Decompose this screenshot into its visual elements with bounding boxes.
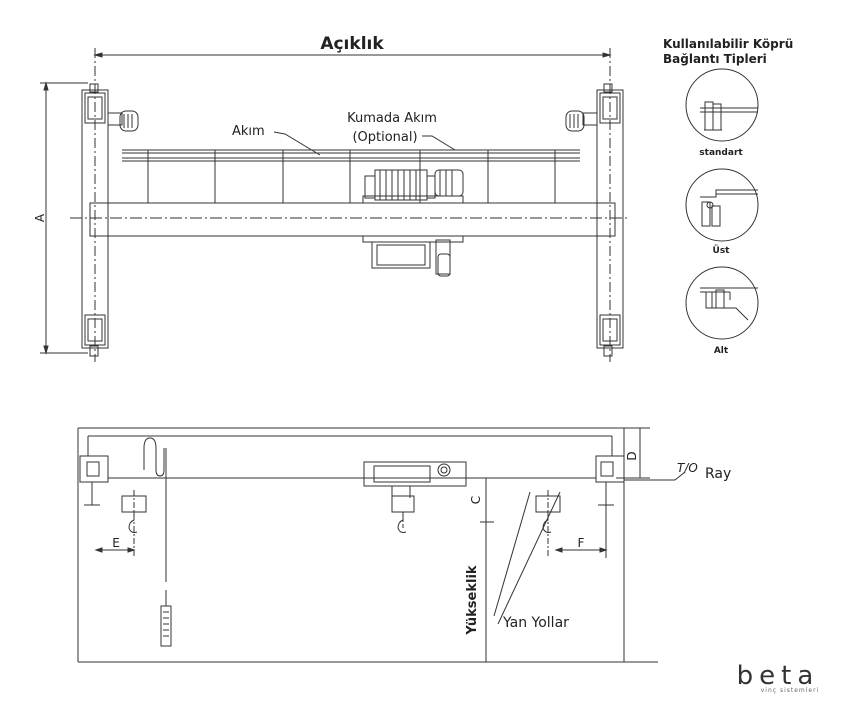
elevation-view: [77, 427, 686, 663]
connection-bottom-label: Alt: [714, 346, 729, 356]
connection-types-title-2: Bağlantı Tipleri: [663, 52, 767, 66]
power-leader: [273, 131, 321, 156]
connection-types-title-1: Kullanılabilir Köprü: [663, 37, 793, 51]
c-dimension-label: C: [469, 496, 483, 504]
pendant-label-line1: Kumada Akım: [347, 111, 437, 126]
pendant-leader: [422, 135, 456, 151]
pendant-label-line2: (Optional): [352, 130, 417, 145]
rail-label: Ray: [705, 466, 731, 482]
power-label: Akım: [232, 124, 265, 139]
connection-standard-label: standart: [699, 148, 743, 158]
e-dimension-label: E: [112, 536, 120, 550]
lift-height-label: Yükseklik: [465, 565, 480, 635]
height-label-a: A: [33, 213, 47, 222]
runway-label: Yan Yollar: [502, 615, 569, 631]
connection-bottom-diagram: [685, 266, 759, 340]
connection-top-diagram: [685, 168, 759, 242]
rail-prefix: T/O: [677, 461, 698, 475]
f-dimension-label: F: [578, 536, 585, 550]
brand-tagline: vinç sistemleri: [761, 687, 820, 694]
brand-logo: beta: [737, 661, 820, 691]
connection-top-label: Üst: [713, 245, 731, 256]
plan-view: [40, 48, 630, 362]
d-dimension-label: D: [625, 451, 639, 460]
connection-standard-diagram: [685, 68, 759, 142]
span-label: Açıklık: [320, 34, 384, 54]
